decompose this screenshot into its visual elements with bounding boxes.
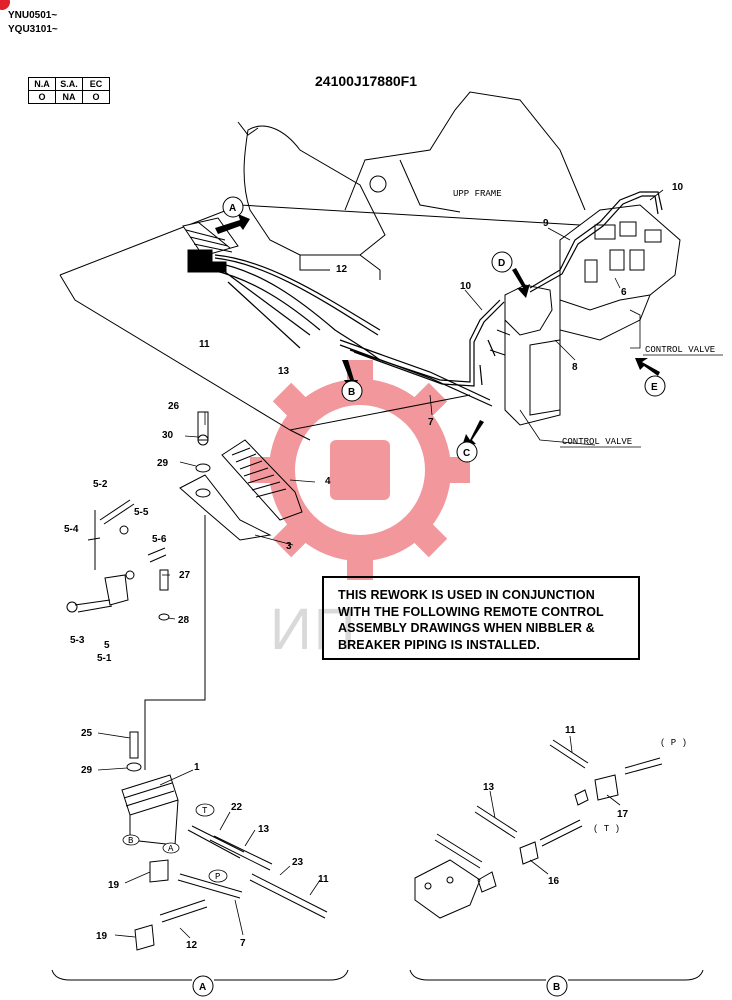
part-number-label: 11 <box>565 725 576 736</box>
detail-bracket-b <box>409 969 704 981</box>
part-number-label: 16 <box>548 876 560 887</box>
callout-a: A <box>229 203 236 214</box>
part-number-label: 11 <box>318 874 329 885</box>
part-number-label: 11 <box>199 339 210 350</box>
callout-circles <box>222 196 666 463</box>
part-number-title: 24100J17880F1 <box>315 73 417 89</box>
port-t-label: T <box>202 806 208 816</box>
port-circles <box>122 803 228 883</box>
part-number-label: 12 <box>336 264 348 275</box>
part-number-label: 12 <box>186 940 198 951</box>
part-number-label: 19 <box>96 931 108 942</box>
port-p-label: ( P ) <box>660 738 687 748</box>
part-number-label: 6 <box>621 287 627 298</box>
note-line: WITH THE FOLLOWING REMOTE CONTROL <box>338 604 604 619</box>
detail-b-components <box>414 739 663 919</box>
part-number-label: 5-5 <box>134 507 149 518</box>
note-line: BREAKER PIPING IS INSTALLED. <box>338 637 540 652</box>
part-number-label: 1 <box>194 762 200 773</box>
model-code-1: YNU0501~ <box>8 10 58 21</box>
detail-a-components <box>121 731 328 951</box>
part-number-label: 19 <box>108 880 120 891</box>
part-number-label: 7 <box>428 417 434 428</box>
availability-value: O <box>82 90 110 104</box>
part-number-label: 17 <box>617 809 629 820</box>
part-number-label: 29 <box>157 458 169 469</box>
part-number-label: 22 <box>231 802 243 813</box>
corner-mark <box>0 0 10 10</box>
port-b-label: B <box>128 836 134 846</box>
part-number-label: 13 <box>258 824 270 835</box>
callout-b: B <box>348 387 355 398</box>
part-number-label: 29 <box>81 765 93 776</box>
part-number-label: 28 <box>178 615 190 626</box>
rework-note: THIS REWORK IS USED IN CONJUNCTION WITH … <box>322 576 640 660</box>
port-a-label: A <box>168 844 174 854</box>
part-number-label: 23 <box>292 857 304 868</box>
pedal-assembly <box>66 411 303 770</box>
part-number-label: 13 <box>278 366 290 377</box>
callout-d: D <box>498 258 505 269</box>
note-line: THIS REWORK IS USED IN CONJUNCTION <box>338 588 595 602</box>
control-valve-label: CONTROL VALVE <box>645 345 715 355</box>
part-number-label: 25 <box>81 728 93 739</box>
detail-bracket-a <box>51 969 349 981</box>
view-a-circle <box>192 975 214 997</box>
part-number-label: 10 <box>460 281 472 292</box>
view-a-label: A <box>199 982 206 993</box>
part-number-label: 10 <box>672 182 684 193</box>
part-number-label: 5-2 <box>93 479 108 490</box>
part-number-label: 3 <box>286 541 292 552</box>
port-p-label: P <box>215 872 220 882</box>
part-number-label: 5-3 <box>70 635 85 646</box>
leader-lines <box>97 189 664 939</box>
watermark-logo-core <box>330 440 390 500</box>
part-number-label: 26 <box>168 401 180 412</box>
part-number-label: 5-1 <box>97 653 112 664</box>
part-number-label: 4 <box>325 476 331 487</box>
callout-e: E <box>651 382 658 393</box>
availability-value: O <box>28 90 56 104</box>
availability-table: N.A S.A. EC O NA O <box>28 77 110 104</box>
hose-routing <box>211 191 663 407</box>
part-number-label: 5 <box>104 640 110 651</box>
part-number-label: 5-4 <box>64 524 79 535</box>
callout-c: C <box>463 448 470 459</box>
part-number-label: 27 <box>179 570 191 581</box>
watermark-text: ИП <box>270 597 358 662</box>
part-number-label: 5-6 <box>152 534 167 545</box>
control-valve-label: CONTROL VALVE <box>562 437 632 447</box>
part-number-label: 7 <box>240 938 246 949</box>
part-number-label: 8 <box>572 362 578 373</box>
part-number-label: 30 <box>162 430 174 441</box>
upp-frame-label: UPP FRAME <box>453 189 502 199</box>
port-t-label: ( T ) <box>593 824 620 834</box>
note-line: ASSEMBLY DRAWINGS WHEN NIBBLER & <box>338 621 595 635</box>
part-number-label: 13 <box>483 782 495 793</box>
callout-arrows <box>215 214 660 446</box>
model-code-2: YQU3101~ <box>8 24 58 35</box>
view-b-circle <box>546 975 568 997</box>
part-number-label: 9 <box>543 218 549 229</box>
view-b-label: B <box>553 982 560 993</box>
